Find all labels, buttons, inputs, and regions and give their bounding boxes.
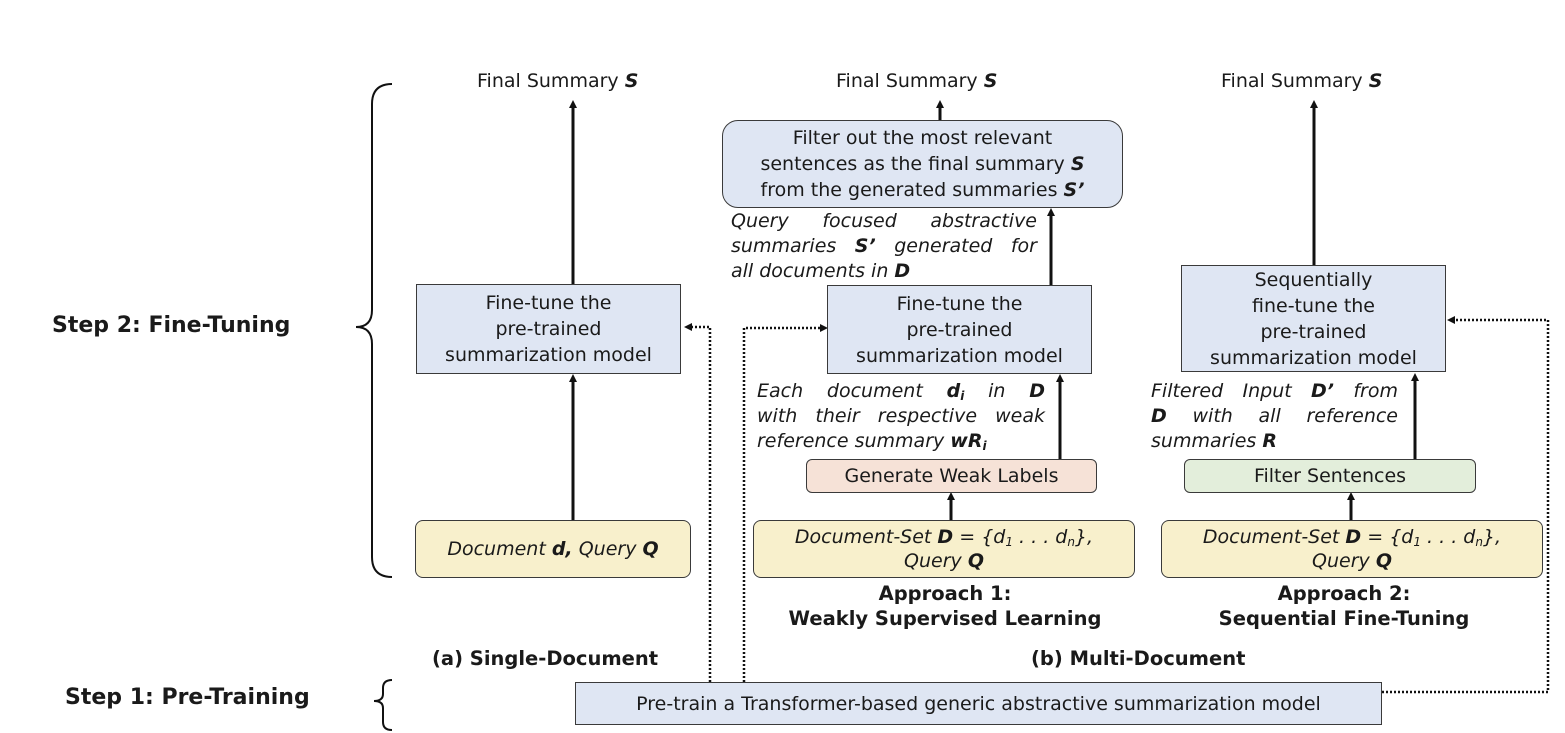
approach2-input-box: Document-Set D = {d1 . . . dn}, Query Q <box>1161 520 1543 578</box>
note-text: summaries <box>1151 430 1263 452</box>
step1-brace <box>373 679 393 731</box>
caption-line: Approach 1: <box>878 582 1012 605</box>
note-var: d <box>946 380 961 402</box>
note-line: Query focused abstractive <box>731 210 1037 232</box>
finetune-line: summarization model <box>1210 346 1417 369</box>
approach1-finetune-box: Fine-tune the pre-trained summarization … <box>827 285 1092 374</box>
final-summary-text: Final Summary <box>836 70 984 92</box>
filter-box-line: sentences as the final summary <box>760 153 1071 175</box>
caption-line: Approach 2: <box>1277 582 1411 605</box>
approach1-input-box: Document-Set D = {d1 . . . dn}, Query Q <box>753 520 1135 578</box>
input-text: Document <box>447 538 552 560</box>
finetune-line: fine-tune the <box>1252 294 1375 317</box>
approach2-note: Filtered Input D’ from D with all refere… <box>1151 379 1398 454</box>
approach2-final-summary: Final Summary S <box>1221 70 1382 92</box>
generated-summaries-var: S’ <box>1063 179 1085 201</box>
note-text: summaries <box>731 235 855 257</box>
note-line: with their respective weak <box>757 405 1045 427</box>
summary-var: S <box>1070 153 1085 175</box>
note-var: S’ <box>854 235 876 257</box>
note-text: generated for <box>875 235 1037 257</box>
finetune-line: summarization model <box>856 344 1063 367</box>
note-var: D <box>1029 380 1045 402</box>
single-finetune-box: Fine-tune the pre-trained summarization … <box>416 284 681 374</box>
finetune-line: Sequentially <box>1254 268 1373 291</box>
approach2-finetune-box: Sequentially fine-tune the pre-trained s… <box>1181 265 1446 372</box>
input-text: Query <box>572 538 643 560</box>
summary-var: S <box>624 70 639 92</box>
input-text: . . . d <box>1421 526 1476 548</box>
single-final-summary: Final Summary S <box>477 70 638 92</box>
note-text: from <box>1334 380 1398 402</box>
single-input-box: Document d, Query Q <box>415 520 691 578</box>
input-sub: n <box>1067 535 1075 549</box>
input-text: Query <box>904 550 968 572</box>
generate-weak-labels-box: Generate Weak Labels <box>806 459 1097 493</box>
input-var-d: D <box>1345 526 1362 548</box>
input-sub: n <box>1475 535 1483 549</box>
summary-var: S <box>1368 70 1383 92</box>
caption-line: Sequential Fine-Tuning <box>1218 607 1470 630</box>
single-doc-caption: (a) Single-Document <box>432 647 659 670</box>
approach1-note-bottom: Each document di in D with their respect… <box>757 379 1045 454</box>
approach1-caption: Approach 1: Weakly Supervised Learning <box>774 581 1116 631</box>
filter-sentences-box: Filter Sentences <box>1184 459 1476 493</box>
note-var: wR <box>950 430 983 452</box>
finetune-line: Fine-tune the <box>485 292 612 314</box>
note-var: D’ <box>1311 380 1335 402</box>
filter-relevant-box: Filter out the most relevant sentences a… <box>722 120 1123 208</box>
input-text: = {d <box>1361 526 1414 548</box>
dotted-pretrain-to-approach2 <box>1382 316 1550 694</box>
input-text: Query <box>1312 550 1376 572</box>
note-text: Each document <box>757 380 947 402</box>
dotted-pretrain-to-approach1 <box>742 324 828 682</box>
finetune-line: pre-trained <box>495 318 602 340</box>
input-text: . . . d <box>1013 526 1068 548</box>
approach1-note-top: Query focused abstractive summaries S’ g… <box>731 209 1037 284</box>
input-text: }, <box>1074 526 1094 548</box>
input-text: Document-Set <box>1202 526 1346 548</box>
input-var-d: D <box>937 526 954 548</box>
pretrain-box: Pre-train a Transformer-based generic ab… <box>575 682 1382 725</box>
input-var-q: Q <box>1375 550 1392 572</box>
filter-box-line: Filter out the most relevant <box>792 127 1053 149</box>
finetune-line: pre-trained <box>906 318 1013 341</box>
note-text: Filtered Input <box>1151 380 1312 402</box>
input-var-q: Q <box>642 538 659 560</box>
note-sub: i <box>960 389 965 403</box>
filter-box-line: from the generated summaries <box>760 179 1064 201</box>
note-var: D <box>1151 405 1167 427</box>
step2-brace <box>355 83 393 578</box>
final-summary-text: Final Summary <box>477 70 625 92</box>
input-text: }, <box>1482 526 1502 548</box>
input-text: = {d <box>953 526 1006 548</box>
approach1-final-summary: Final Summary S <box>836 70 997 92</box>
summary-var: S <box>983 70 998 92</box>
note-text: all documents in <box>731 260 895 282</box>
approach2-caption: Approach 2: Sequential Fine-Tuning <box>1174 581 1514 631</box>
finetune-line: pre-trained <box>1260 320 1367 343</box>
final-summary-text: Final Summary <box>1221 70 1369 92</box>
input-var-q: Q <box>967 550 984 572</box>
input-sub: 1 <box>1005 535 1013 549</box>
note-text: reference summary <box>757 430 951 452</box>
input-var-d: d, <box>551 538 573 560</box>
input-sub: 1 <box>1413 535 1421 549</box>
multi-doc-caption: (b) Multi-Document <box>1031 647 1246 670</box>
note-var: R <box>1262 430 1277 452</box>
note-text: with all reference <box>1166 405 1398 427</box>
note-var: D <box>894 260 911 282</box>
step1-label: Step 1: Pre-Training <box>65 685 310 710</box>
caption-line: Weakly Supervised Learning <box>788 607 1102 630</box>
finetune-line: summarization model <box>445 344 652 366</box>
dotted-pretrain-to-single <box>684 323 712 682</box>
note-sub: i <box>982 439 987 453</box>
note-text: in <box>964 380 1030 402</box>
step2-label: Step 2: Fine-Tuning <box>52 313 291 338</box>
finetune-line: Fine-tune the <box>896 292 1023 315</box>
input-text: Document-Set <box>794 526 938 548</box>
